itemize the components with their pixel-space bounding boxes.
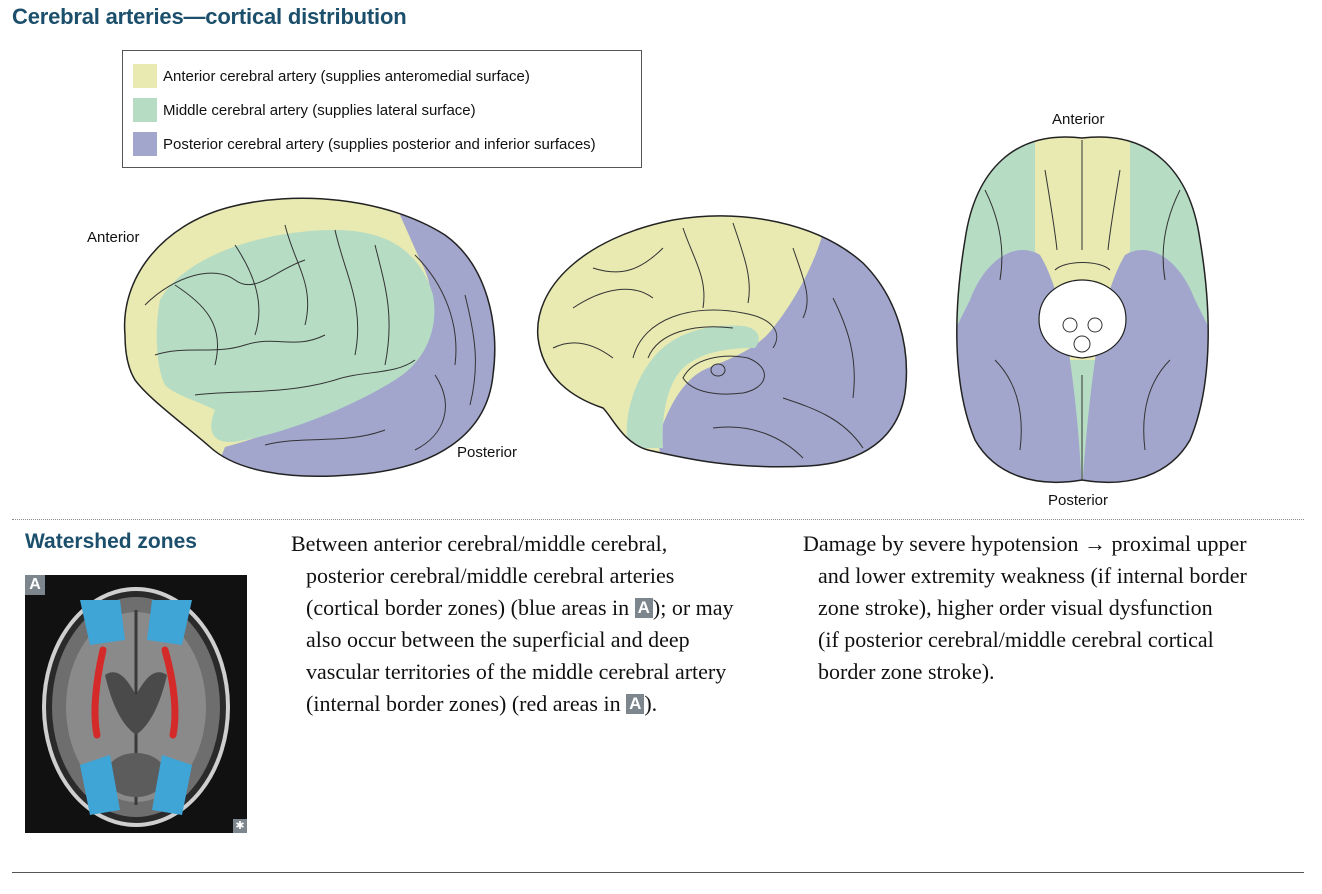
watershed-description: Between anterior cerebral/middle cerebra…	[291, 528, 734, 720]
bottom-rule	[12, 872, 1304, 873]
description-line: (internal border zones) (red areas in A)…	[306, 691, 658, 716]
legend-swatch-posterior	[133, 132, 157, 156]
medial-middle-region	[626, 325, 759, 448]
legend-item-posterior: Posterior cerebral artery (supplies post…	[133, 131, 596, 157]
lateral-middle-region	[156, 230, 435, 442]
mri-corner-mark: ✱	[233, 819, 247, 833]
lateral-posterior-region	[210, 215, 495, 477]
damage-line: (if posterior cerebral/middle cerebral c…	[818, 627, 1214, 652]
mri-label-a: A	[25, 575, 45, 595]
figure-ref-chip: A	[634, 598, 653, 618]
damage-line: zone stroke), higher order visual dysfun…	[818, 595, 1213, 620]
legend-swatch-anterior	[133, 64, 157, 88]
damage-line: Damage by severe hypotension → proximal …	[803, 531, 1247, 556]
description-line: posterior cerebral/middle cerebral arter…	[306, 563, 675, 588]
watershed-damage: Damage by severe hypotension → proximal …	[803, 528, 1247, 688]
lateral-posterior-label: Posterior	[457, 444, 518, 461]
watershed-heading: Watershed zones	[25, 530, 197, 553]
description-line: Between anterior cerebral/middle cerebra…	[291, 531, 668, 556]
watershed-blue-frontal-left	[80, 600, 125, 645]
description-line: vascular territories of the middle cereb…	[306, 659, 727, 684]
description-line: (cortical border zones) (blue areas in A…	[306, 595, 734, 620]
legend-item-middle: Middle cerebral artery (supplies lateral…	[133, 97, 476, 123]
inferior-posterior-label: Posterior	[1048, 492, 1109, 509]
legend-label-anterior: Anterior cerebral artery (supplies anter…	[163, 67, 530, 85]
section-divider	[12, 519, 1304, 520]
description-line: also occur between the superficial and d…	[306, 627, 690, 652]
damage-line: border zone stroke).	[818, 659, 995, 684]
watershed-mri-image: A ✱	[25, 575, 247, 833]
legend-swatch-middle	[133, 98, 157, 122]
inferior-anterior-label: Anterior	[1052, 111, 1105, 128]
mri-scan	[42, 587, 230, 827]
watershed-blue-occipital-left	[80, 755, 120, 815]
watershed-red-left	[91, 646, 107, 739]
legend-label-posterior: Posterior cerebral artery (supplies post…	[163, 135, 596, 153]
figure-ref-chip: A	[626, 694, 645, 714]
legend-item-anterior: Anterior cerebral artery (supplies anter…	[133, 63, 530, 89]
damage-line: and lower extremity weakness (if interna…	[818, 563, 1247, 588]
lateral-brain-illustration	[123, 197, 496, 477]
medial-posterior-region	[658, 233, 907, 467]
watershed-blue-frontal-right	[147, 600, 192, 645]
watershed-red-right	[161, 646, 179, 739]
watershed-blue-occipital-right	[152, 755, 192, 815]
page-title: Cerebral arteries—cortical distribution	[12, 4, 407, 29]
legend: Anterior cerebral artery (supplies anter…	[122, 50, 642, 168]
inferior-brain-illustration	[956, 136, 1209, 483]
legend-label-middle: Middle cerebral artery (supplies lateral…	[163, 101, 476, 119]
medial-brain-illustration	[536, 215, 908, 468]
lateral-anterior-label: Anterior	[87, 229, 140, 246]
